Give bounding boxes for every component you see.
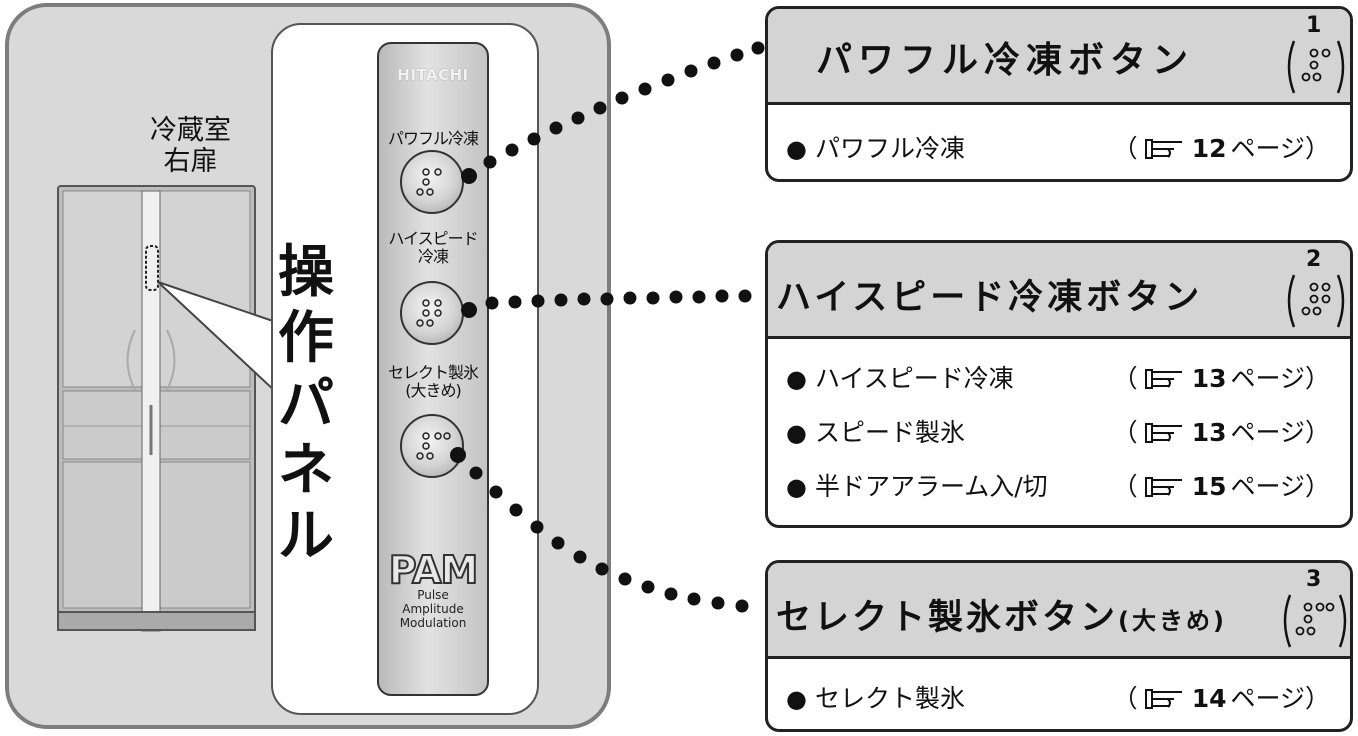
pam-sub-line: Modulation (399, 616, 467, 630)
bullet: ● (786, 135, 807, 163)
high-speed-freeze-label: ハイスピード 冷凍 (380, 230, 486, 266)
pointing-hand-icon (1144, 423, 1182, 443)
bullet: ● (786, 685, 807, 713)
braille-symbol-icon (1287, 40, 1345, 94)
label-line: パワフル冷凍 (387, 129, 479, 148)
callout-title: ハイスピード冷凍ボタン (776, 278, 1204, 318)
page-number: 15 (1191, 472, 1227, 501)
panel-title: 操 作 パ ネ ル (276, 240, 336, 570)
item-label: スピード製氷 (814, 418, 965, 447)
button-number: 2 (1306, 247, 1322, 272)
pointing-hand-icon (1144, 139, 1182, 159)
item-label: 半ドアアラーム入/切 (814, 472, 1048, 501)
ref-open: （ (1112, 364, 1138, 393)
leader-line-3 (450, 447, 749, 613)
panel-title-char: パ (278, 372, 334, 437)
ref-open: （ (1112, 472, 1138, 501)
ref-open: （ (1112, 418, 1138, 447)
callout-title: セレクト製氷ボタン(大きめ) (776, 589, 1227, 640)
fridge-door-label: 冷蔵室 右扉 (150, 115, 231, 177)
bullet: ● (786, 473, 807, 501)
page-number: 13 (1191, 418, 1227, 447)
label-line: (大きめ) (405, 381, 462, 400)
list-item: ●ハイスピード冷凍 (786, 359, 1014, 395)
pointing-hand-icon (1144, 477, 1182, 497)
fridge-label-line-2: 右扉 (163, 146, 218, 177)
panel-title-char: 操 (278, 240, 334, 305)
fridge-label-line-1: 冷蔵室 (150, 115, 231, 146)
list-item: ●スピード製氷 (786, 413, 965, 449)
braille-symbol-icon (1287, 274, 1345, 328)
panel-title-char: ネ (278, 438, 334, 503)
brand-logo: HITACHI (397, 66, 469, 84)
ref-suffix: ページ） (1230, 134, 1330, 163)
select-ice-button[interactable] (400, 414, 464, 478)
panel-title-char: ル (278, 504, 334, 569)
label-line: セレクト製氷 (387, 363, 479, 382)
item-label: セレクト製氷 (814, 684, 965, 713)
ref-open: （ (1112, 134, 1138, 163)
pam-logo: PAM (388, 548, 480, 592)
ref-open: （ (1112, 684, 1138, 713)
list-item: ●半ドアアラーム入/切 (786, 467, 1048, 503)
list-item: ●パワフル冷凍 (786, 129, 965, 165)
page-number: 14 (1191, 684, 1227, 713)
panel-title-char: 作 (278, 306, 334, 371)
label-line: 冷凍 (417, 247, 449, 266)
callout-header: セレクト製氷ボタン(大きめ) 3 (768, 563, 1350, 659)
pam-sub-line: Pulse (417, 588, 449, 602)
braille-dots-icon (416, 299, 442, 327)
pointing-hand-icon (1144, 689, 1182, 709)
pam-sub-line: Amplitude (402, 602, 464, 616)
item-label: パワフル冷凍 (814, 134, 965, 163)
button-number: 1 (1306, 13, 1322, 38)
bullet: ● (786, 365, 807, 393)
ref-suffix: ページ） (1230, 684, 1330, 713)
panel-location-marker (145, 245, 159, 291)
select-ice-label: セレクト製氷 (大きめ) (380, 364, 486, 400)
callout-title: パワフル冷凍ボタン (816, 40, 1195, 81)
callout-header: ハイスピード冷凍ボタン 2 (768, 243, 1350, 339)
ref-suffix: ページ） (1230, 418, 1330, 447)
leader-line-2 (461, 289, 752, 318)
ref-suffix: ページ） (1230, 364, 1330, 393)
bullet: ● (786, 419, 807, 447)
ref-suffix: ページ） (1230, 472, 1330, 501)
list-item: ●セレクト製氷 (786, 679, 965, 715)
label-line: ハイスピード (388, 229, 478, 248)
callout-title-suffix: (大きめ) (1118, 607, 1227, 635)
braille-symbol-icon (1283, 594, 1347, 648)
page-number: 13 (1191, 364, 1227, 393)
callout-title-main: セレクト製氷ボタン (776, 598, 1119, 638)
pointing-hand-icon (1144, 369, 1182, 389)
high-speed-freeze-button[interactable] (400, 281, 464, 345)
powerful-freeze-label: パワフル冷凍 (380, 130, 486, 148)
powerful-freeze-button[interactable] (400, 150, 464, 214)
leader-line-1 (461, 41, 765, 184)
callout-header: パワフル冷凍ボタン 1 (768, 9, 1350, 105)
item-label: ハイスピード冷凍 (814, 364, 1014, 393)
braille-dots-icon (416, 168, 442, 196)
braille-dots-icon (416, 432, 451, 460)
pam-subtitle: Pulse Amplitude Modulation (377, 588, 489, 630)
page-number: 12 (1191, 134, 1227, 163)
button-number: 3 (1306, 567, 1322, 592)
